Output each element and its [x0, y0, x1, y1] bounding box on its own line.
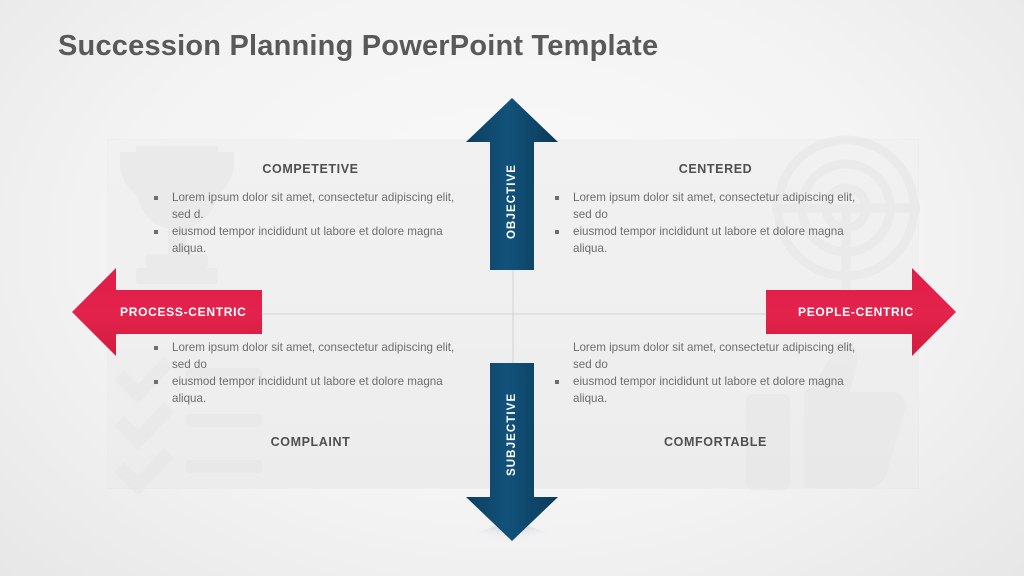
quadrant-heading-bottom-left: COMPLAINT: [270, 435, 351, 449]
axis-label-process-centric: PROCESS-CENTRIC: [120, 305, 247, 319]
bullet-text: Lorem ipsum dolor sit amet, consectetur …: [573, 341, 856, 371]
axis-arrow-process-centric[interactable]: PROCESS-CENTRIC: [72, 268, 262, 356]
list-item: eiusmod tempor incididunt ut labore et d…: [555, 224, 863, 257]
bullet-marker-icon: [154, 230, 158, 234]
list-item: eiusmod tempor incididunt ut labore et d…: [555, 374, 863, 407]
axis-label-objective: OBJECTIVE: [506, 163, 518, 239]
axis-arrow-subjective[interactable]: SUBJECTIVE: [466, 363, 558, 541]
bullet-marker-icon: [555, 196, 559, 200]
bullet-text: eiusmod tempor incididunt ut labore et d…: [172, 225, 443, 255]
bullet-text: eiusmod tempor incididunt ut labore et d…: [573, 375, 844, 405]
axis-label-subjective: SUBJECTIVE: [506, 392, 518, 476]
quadrant-heading-bottom-right: COMFORTABLE: [664, 435, 767, 449]
axis-label-people-centric: PEOPLE-CENTRIC: [798, 305, 914, 319]
list-item: eiusmod tempor incididunt ut labore et d…: [154, 374, 460, 407]
bullet-marker-icon: [154, 196, 158, 200]
list-item: Lorem ipsum dolor sit amet, consectetur …: [154, 340, 460, 373]
quadrant-bullets-top-right: Lorem ipsum dolor sit amet, consectetur …: [555, 190, 863, 257]
bullet-text: eiusmod tempor incididunt ut labore et d…: [172, 375, 443, 405]
bullet-marker-icon: [555, 380, 559, 384]
arrow-down-icon: [466, 363, 558, 541]
list-item: Lorem ipsum dolor sit amet, consectetur …: [555, 190, 863, 223]
quadrant-bottom-right: Lorem ipsum dolor sit amet, consectetur …: [513, 314, 918, 488]
bullet-marker-icon: [154, 380, 158, 384]
bullet-marker-icon: [555, 230, 559, 234]
quadrant-bullets-top-left: Lorem ipsum dolor sit amet, consectetur …: [154, 190, 460, 257]
quadrant-heading-top-left: COMPETETIVE: [262, 162, 359, 176]
bullet-text: Lorem ipsum dolor sit amet, consectetur …: [573, 191, 856, 221]
quadrant-bullets-bottom-left: Lorem ipsum dolor sit amet, consectetur …: [154, 340, 460, 407]
quadrant-heading-top-right: CENTERED: [678, 162, 753, 176]
quadrant-bottom-left: Lorem ipsum dolor sit amet, consectetur …: [108, 314, 513, 488]
arrow-left-icon: [72, 268, 262, 356]
axis-arrow-people-centric[interactable]: PEOPLE-CENTRIC: [766, 268, 956, 356]
axis-arrow-objective[interactable]: OBJECTIVE: [466, 98, 558, 270]
quadrant-bullets-bottom-right: Lorem ipsum dolor sit amet, consectetur …: [555, 340, 863, 407]
bullet-marker-icon: [154, 346, 158, 350]
quadrant-top-left: COMPETETIVE Lorem ipsum dolor sit amet, …: [108, 140, 513, 314]
arrow-up-icon: [466, 98, 558, 270]
list-item: Lorem ipsum dolor sit amet, consectetur …: [573, 340, 863, 373]
page-title: Succession Planning PowerPoint Template: [58, 30, 659, 62]
list-item: Lorem ipsum dolor sit amet, consectetur …: [154, 190, 460, 223]
arrow-right-icon: [766, 268, 956, 356]
bullet-text: Lorem ipsum dolor sit amet, consectetur …: [172, 341, 455, 371]
matrix-horizontal-divider: [108, 313, 918, 315]
bullet-text: eiusmod tempor incididunt ut labore et d…: [573, 225, 844, 255]
bullet-text: Lorem ipsum dolor sit amet, consectetur …: [172, 191, 455, 221]
list-item: eiusmod tempor incididunt ut labore et d…: [154, 224, 460, 257]
quadrant-top-right: CENTERED Lorem ipsum dolor sit amet, con…: [513, 140, 918, 314]
